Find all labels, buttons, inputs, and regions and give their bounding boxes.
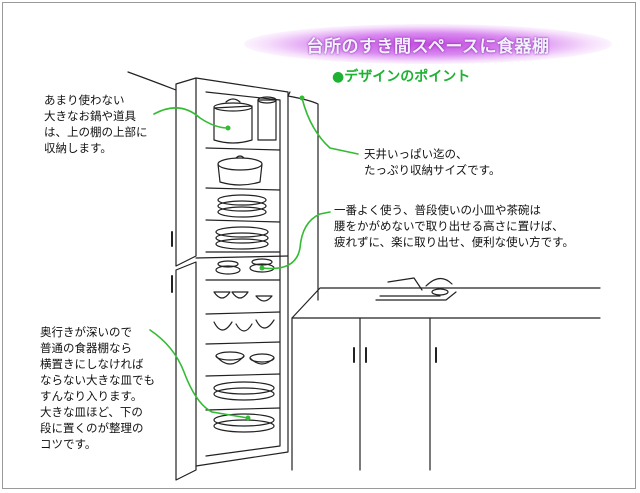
large-pot bbox=[213, 105, 253, 144]
callout-line-bottom bbox=[149, 329, 249, 419]
page-title: 台所のすき間スペースに食器棚 bbox=[306, 37, 550, 57]
right-wall-edge bbox=[287, 95, 319, 301]
counter-top bbox=[291, 287, 601, 319]
callout-line-top bbox=[153, 107, 229, 129]
note-large-pots: あまり使わない 大きなお鍋や道具 は、上の棚の上部に 収納します。 bbox=[44, 93, 148, 155]
cabinet-body bbox=[195, 77, 289, 467]
left-wall-ceiling-line bbox=[127, 71, 177, 91]
note-ceiling-height: 天井いっぱい迄の、 たっぷり収納サイズです。 bbox=[364, 147, 501, 177]
callout-line-ceiling bbox=[301, 97, 359, 155]
upper-door bbox=[175, 77, 197, 267]
cabinet-inner bbox=[205, 91, 281, 457]
note-everyday-dishes: 一番よく使う、普段使いの小皿や茶碗は 腰をかがめないで取り出せる高さに置けば、 … bbox=[334, 203, 575, 249]
callout-line-middle bbox=[261, 211, 331, 270]
illustration-frame bbox=[2, 2, 636, 489]
faucet bbox=[387, 277, 423, 291]
title-highlight bbox=[244, 24, 612, 64]
note-large-plates: 奥行きが深いので 普通の食器棚なら 横置きにしなければ ならない大きな皿でも す… bbox=[40, 325, 155, 451]
design-points-heading: ●デザインのポイント bbox=[332, 69, 471, 85]
lower-door bbox=[175, 261, 197, 481]
